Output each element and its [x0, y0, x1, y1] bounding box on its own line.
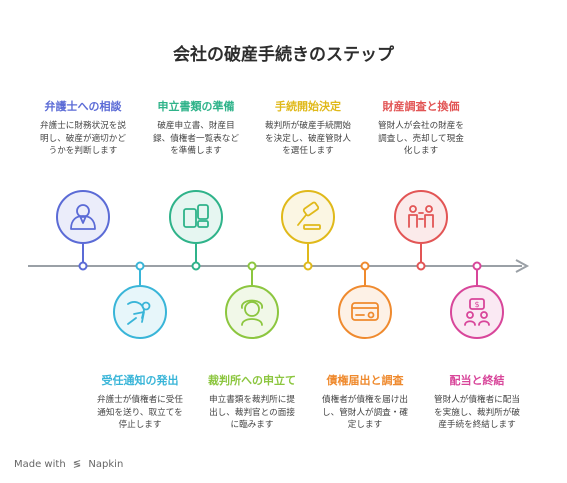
documents-icon: [183, 204, 209, 228]
dividend-icon: $: [464, 298, 490, 326]
timeline-marker: [191, 261, 201, 271]
timeline-marker: [416, 261, 426, 271]
step-icon-circle: [394, 190, 448, 244]
timeline-marker: [360, 261, 370, 271]
step-title: 裁判所への申立て: [208, 374, 296, 387]
step-description: 破産申立書、財産目録、債権者一覧表などを準備します: [153, 121, 239, 156]
timeline-arrowhead: [515, 259, 530, 273]
gavel-icon: [297, 201, 321, 230]
step-icon-circle: [281, 190, 335, 244]
step-description: 管財人が会社の財産を調査し、売却して現金化します: [378, 121, 464, 156]
step-description: 申立書類を裁判所に提出し、裁判官との面接に臨みます: [209, 395, 295, 430]
step-title: 配当と終結: [449, 374, 505, 387]
swimmer-icon: [127, 301, 151, 325]
footer-brand: Napkin: [88, 459, 124, 470]
lawyer-icon: [70, 204, 96, 230]
step-description: 管財人が債権者に配当を実施し、裁判所が破産手続を終結します: [434, 395, 520, 430]
step-icon-circle: [225, 285, 279, 339]
step-description: 弁護士に財務状況を説明し、破産が適切かどうかを判断します: [40, 121, 126, 156]
footer-made-with: Made with: [14, 459, 66, 470]
timeline-marker: [472, 261, 482, 271]
step-title: 申立書類の準備: [157, 100, 235, 113]
timeline-marker: [303, 261, 313, 271]
footer: Made with ≶ Napkin: [14, 459, 123, 470]
step-title: 債権届出と調査: [326, 374, 404, 387]
timeline-marker: [135, 261, 145, 271]
diagram-title: 会社の破産手続きのステップ: [173, 45, 394, 65]
step-title: 弁護士への相談: [44, 100, 122, 113]
step-icon-circle: $: [450, 285, 504, 339]
payment-card-icon: [351, 302, 379, 321]
step-description: 裁判所が破産手続開始を決定し、破産管財人を選任します: [265, 121, 351, 156]
step-icon-circle: [338, 285, 392, 339]
timeline-marker: [78, 261, 88, 271]
step-title: 手続開始決定: [275, 100, 341, 113]
step-icon-circle: [169, 190, 223, 244]
timeline-marker: [247, 261, 257, 271]
asset-exchange-icon: [408, 205, 434, 228]
step-title: 受任通知の発出: [101, 374, 179, 387]
step-description: 弁護士が債権者に受任通知を送り、取立てを停止します: [97, 395, 183, 430]
step-icon-circle: [56, 190, 110, 244]
svg-text:$: $: [474, 300, 479, 309]
step-title: 財産調査と換価: [382, 100, 460, 113]
napkin-logo-icon: ≶: [72, 459, 82, 470]
judge-icon: [241, 299, 263, 326]
step-description: 債権者が債権を届け出し、管財人が調査・確定します: [322, 395, 408, 430]
step-icon-circle: [113, 285, 167, 339]
